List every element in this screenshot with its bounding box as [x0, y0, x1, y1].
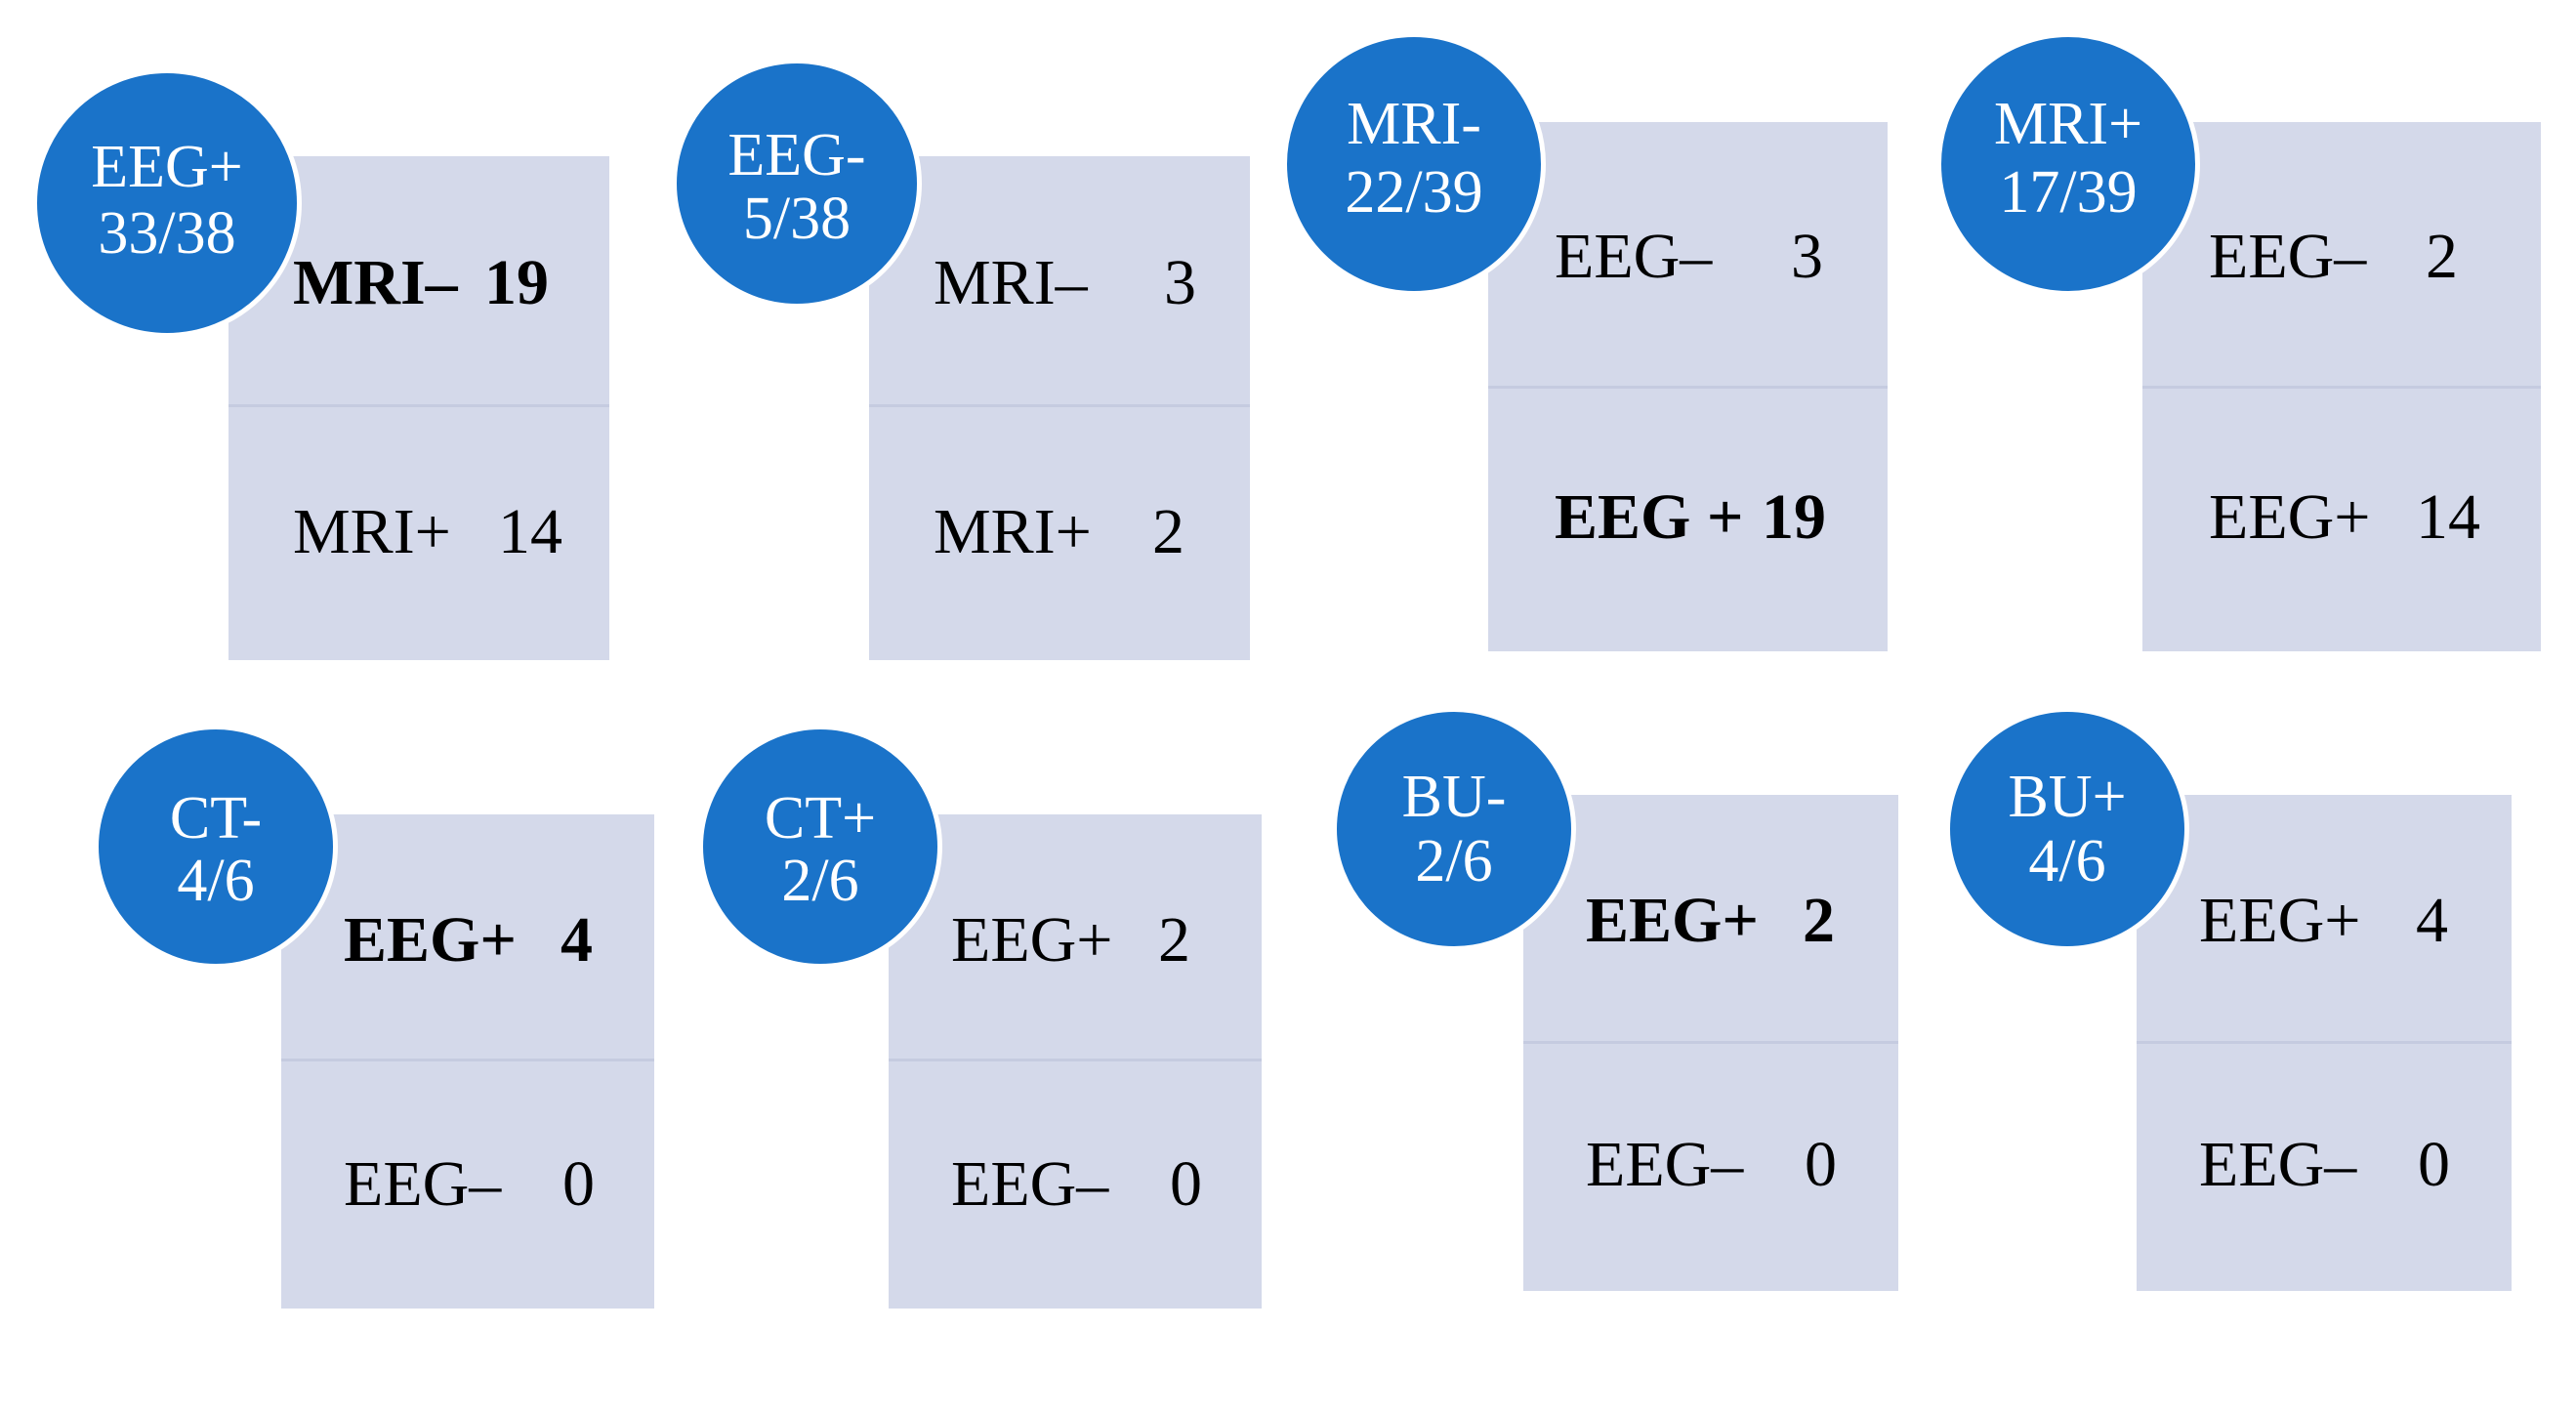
panel-card: EEG+ 4 EEG– 0	[2137, 795, 2512, 1291]
category-badge: BU- 2/6	[1332, 707, 1576, 951]
card-divider	[281, 1059, 654, 1061]
row-value: 2	[1152, 496, 1184, 567]
category-badge: BU+ 4/6	[1945, 707, 2189, 951]
card-divider	[1523, 1041, 1898, 1044]
card-divider	[869, 404, 1250, 407]
row-value: 4	[561, 904, 593, 976]
row-value: 4	[2416, 885, 2448, 956]
card-divider	[889, 1059, 1262, 1061]
badge-fraction: 2/6	[781, 848, 859, 914]
row-value: 0	[2418, 1129, 2450, 1200]
panel-card: MRI– 19 MRI+ 14	[229, 156, 609, 660]
card-row: MRI+ 2	[869, 500, 1250, 758]
row-value: 2	[2426, 221, 2458, 292]
card-divider	[229, 404, 609, 407]
category-badge: CT+ 2/6	[698, 725, 942, 969]
card-row: EEG + 19	[1488, 485, 1888, 743]
row-value: 0	[562, 1148, 595, 1220]
row-value: 14	[498, 496, 562, 567]
card-row: MRI– 3	[869, 251, 1250, 509]
row-value: 3	[1791, 221, 1823, 292]
panel-card: EEG+ 2 EEG– 0	[889, 814, 1262, 1309]
row-value: 19	[1762, 481, 1826, 553]
row-value: 0	[1170, 1148, 1202, 1220]
badge-fraction: 4/6	[177, 848, 255, 914]
card-row: EEG– 3	[1488, 225, 1888, 482]
badge-fraction: 17/39	[1999, 159, 2138, 226]
row-label: EEG +	[1555, 481, 1744, 553]
card-row: EEG– 2	[2142, 225, 2541, 482]
card-row: EEG+ 2	[889, 908, 1262, 1166]
category-badge: CT- 4/6	[94, 725, 338, 969]
row-label: MRI–	[934, 247, 1088, 318]
row-label: EEG+	[951, 904, 1113, 976]
badge-title: BU+	[2008, 764, 2127, 830]
card-row: EEG+ 4	[2137, 889, 2512, 1146]
badge-title: CT+	[764, 785, 877, 852]
row-value: 2	[1158, 904, 1190, 976]
card-row: EEG– 0	[281, 1152, 654, 1410]
badge-title: MRI-	[1347, 91, 1481, 157]
panel-card: EEG+ 4 EEG– 0	[281, 814, 654, 1309]
category-badge: MRI- 22/39	[1282, 32, 1546, 296]
row-label: EEG–	[2199, 1129, 2357, 1200]
panel-card: MRI– 3 MRI+ 2	[869, 156, 1250, 660]
card-row: EEG+ 2	[1523, 889, 1898, 1146]
category-badge: EEG- 5/38	[672, 59, 922, 309]
row-label: EEG+	[2199, 885, 2361, 956]
badge-fraction: 4/6	[2028, 828, 2106, 894]
badge-fraction: 33/38	[98, 200, 236, 267]
row-label: EEG–	[1586, 1129, 1744, 1200]
badge-title: CT-	[169, 785, 263, 852]
row-label: EEG+	[1586, 885, 1759, 956]
row-value: 19	[484, 247, 549, 318]
row-label: MRI+	[934, 496, 1092, 567]
row-label: EEG–	[1555, 221, 1713, 292]
badge-fraction: 22/39	[1345, 159, 1483, 226]
row-label: EEG–	[951, 1148, 1109, 1220]
badge-title: BU-	[1401, 764, 1507, 830]
row-label: EEG+	[2209, 481, 2371, 553]
panel-card: EEG– 2 EEG+ 14	[2142, 122, 2541, 651]
row-label: EEG+	[344, 904, 517, 976]
card-row: EEG+ 4	[281, 908, 654, 1166]
card-row: EEG+ 14	[2142, 485, 2541, 743]
card-row: MRI+ 14	[229, 500, 609, 758]
card-row: MRI– 19	[229, 251, 609, 509]
panel-card: EEG– 3 EEG + 19	[1488, 122, 1888, 651]
row-value: 0	[1805, 1129, 1837, 1200]
badge-title: MRI+	[1993, 91, 2143, 157]
badge-fraction: 2/6	[1415, 828, 1493, 894]
card-row: EEG– 0	[889, 1152, 1262, 1410]
card-divider	[1488, 386, 1888, 389]
row-label: EEG–	[344, 1148, 502, 1220]
row-value: 3	[1164, 247, 1196, 318]
row-value: 2	[1803, 885, 1835, 956]
badge-title: EEG-	[727, 122, 866, 188]
card-divider	[2137, 1041, 2512, 1044]
row-label: MRI–	[293, 247, 458, 318]
card-divider	[2142, 386, 2541, 389]
row-label: EEG–	[2209, 221, 2367, 292]
badge-fraction: 5/38	[742, 186, 852, 252]
card-row: EEG– 0	[2137, 1133, 2512, 1391]
panel-card: EEG+ 2 EEG– 0	[1523, 795, 1898, 1291]
category-badge: MRI+ 17/39	[1936, 32, 2200, 296]
row-value: 14	[2416, 481, 2480, 553]
category-badge: EEG+ 33/38	[32, 68, 302, 338]
row-label: MRI+	[293, 496, 451, 567]
badge-title: EEG+	[91, 134, 243, 200]
card-row: EEG– 0	[1523, 1133, 1898, 1391]
